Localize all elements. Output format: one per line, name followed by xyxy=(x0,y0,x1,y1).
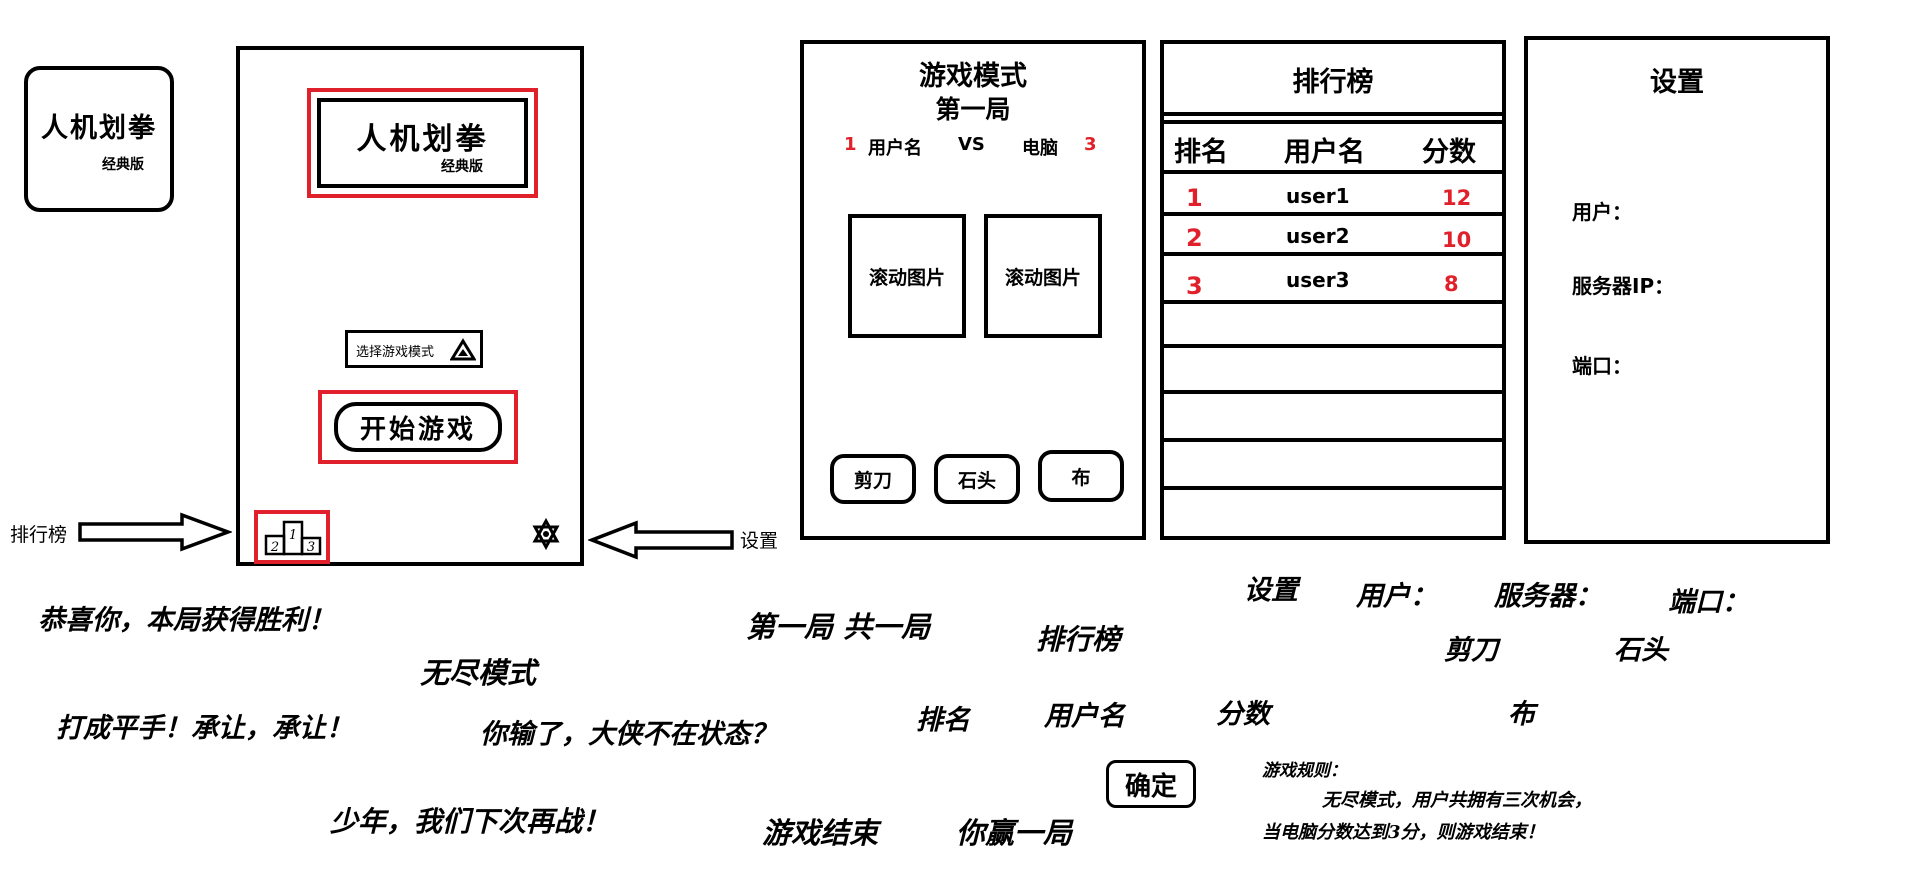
arrow-left-icon xyxy=(588,520,734,560)
asset-username-text: 用户名 xyxy=(1044,701,1125,732)
asset-rock-text: 石头 xyxy=(1614,635,1668,666)
asset-cloth-text: 布 xyxy=(1508,699,1535,730)
divider xyxy=(1164,170,1502,174)
row-line xyxy=(1164,300,1502,304)
user-cell: user1 xyxy=(1286,184,1350,208)
home-subtitle: 经典版 xyxy=(441,159,483,175)
leaderboard-entry-button[interactable]: 1 2 3 xyxy=(254,510,330,564)
app-icon-subtitle: 经典版 xyxy=(102,157,144,173)
asset-scissors-text: 剪刀 xyxy=(1444,635,1498,666)
settings-server-label[interactable]: 服务器IP： xyxy=(1572,274,1675,298)
cpu-score: 3 xyxy=(1084,134,1097,155)
start-button-frame: 开始游戏 xyxy=(318,390,518,464)
row-line xyxy=(1164,212,1502,216)
rolling-image-left: 滚动图片 xyxy=(848,214,966,338)
score-cell: 12 xyxy=(1442,186,1472,210)
asset-draw-text: 打成平手！承让，承让！ xyxy=(56,713,353,744)
app-icon-title: 人机划拳 xyxy=(41,113,157,144)
asset-server-text: 服务器： xyxy=(1494,581,1602,612)
leaderboard-screen: 排行榜 排名 用户名 分数 1 user1 12 2 user2 10 3 us… xyxy=(1160,40,1506,540)
rank-cell: 2 xyxy=(1186,224,1203,252)
row-line xyxy=(1164,486,1502,490)
settings-gear-icon[interactable] xyxy=(530,518,562,550)
settings-title: 设置 xyxy=(1650,67,1704,98)
asset-leaderboard-text: 排行榜 xyxy=(1036,623,1121,656)
divider xyxy=(1164,120,1502,124)
asset-rank-text: 排名 xyxy=(916,705,970,736)
score-cell: 10 xyxy=(1442,228,1472,252)
home-title: 人机划拳 xyxy=(356,122,489,157)
asset-settings-text: 设置 xyxy=(1244,575,1298,606)
header-username: 用户名 xyxy=(1284,137,1365,168)
rock-button[interactable]: 石头 xyxy=(934,454,1020,504)
asset-next-text: 少年，我们下次再战！ xyxy=(330,805,611,838)
settings-screen: 设置 用户： 服务器IP： 端口： xyxy=(1524,36,1830,544)
mode-select-label: 选择游戏模式 xyxy=(356,345,435,360)
asset-endless-text: 无尽模式 xyxy=(420,656,537,690)
podium-label-first: 1 xyxy=(289,528,297,543)
divider xyxy=(1164,112,1502,116)
confirm-button[interactable]: 确定 xyxy=(1106,760,1196,808)
asset-lose-text: 你输了，大侠不在状态？ xyxy=(480,719,777,750)
header-score: 分数 xyxy=(1422,137,1476,168)
user-score: 1 xyxy=(844,134,857,155)
header-rank: 排名 xyxy=(1174,137,1228,168)
rules-line-1: 无尽模式，用户共拥有三次机会， xyxy=(1322,790,1592,811)
home-screen: 人机划拳 经典版 选择游戏模式 开始游戏 1 2 3 xyxy=(236,46,584,566)
rules-line-2: 当电脑分数达到3分，则游戏结束！ xyxy=(1262,822,1545,843)
asset-port-text: 端口： xyxy=(1668,587,1749,618)
podium-icon: 1 2 3 xyxy=(264,520,322,556)
user-cell: user3 xyxy=(1286,268,1350,292)
user-name-label: 用户名 xyxy=(868,138,922,159)
asset-you-win-round-text: 你赢一局 xyxy=(956,816,1073,850)
podium-label-third: 3 xyxy=(307,540,315,555)
cloth-button[interactable]: 布 xyxy=(1038,450,1124,502)
rolling-image-right: 滚动图片 xyxy=(984,214,1102,338)
settings-annotation-label: 设置 xyxy=(740,530,779,552)
rank-cell: 3 xyxy=(1186,272,1203,300)
scissors-button[interactable]: 剪刀 xyxy=(830,454,916,504)
leaderboard-title: 排行榜 xyxy=(1292,67,1374,98)
asset-round-total-text: 第一局 共一局 xyxy=(746,610,931,644)
round-label: 第一局 xyxy=(935,95,1011,124)
leaderboard-annotation-label: 排行榜 xyxy=(10,524,68,546)
start-game-button[interactable]: 开始游戏 xyxy=(334,402,502,452)
cpu-label: 电脑 xyxy=(1022,138,1058,159)
user-cell: user2 xyxy=(1286,224,1350,248)
settings-port-label[interactable]: 端口： xyxy=(1572,354,1632,378)
row-line xyxy=(1164,390,1502,394)
asset-win-text: 恭喜你，本局获得胜利！ xyxy=(38,605,335,636)
game-mode-title: 游戏模式 xyxy=(919,61,1027,92)
row-line xyxy=(1164,344,1502,348)
rules-title: 游戏规则： xyxy=(1262,761,1347,781)
asset-game-over-text: 游戏结束 xyxy=(762,816,879,850)
vs-label: VS xyxy=(958,134,985,155)
mode-select-dropdown[interactable]: 选择游戏模式 xyxy=(345,330,483,368)
settings-user-label[interactable]: 用户： xyxy=(1572,200,1632,224)
app-icon[interactable]: 人机划拳 经典版 xyxy=(24,66,174,212)
asset-user-text: 用户： xyxy=(1356,581,1437,612)
triangle-up-icon xyxy=(450,338,476,361)
home-title-box: 人机划拳 经典版 xyxy=(317,98,528,188)
arrow-right-icon xyxy=(78,512,232,552)
row-line xyxy=(1164,252,1502,256)
podium-label-second: 2 xyxy=(270,540,279,555)
score-cell: 8 xyxy=(1444,272,1459,296)
game-screen: 游戏模式 第一局 1 用户名 VS 电脑 3 滚动图片 滚动图片 剪刀 石头 布 xyxy=(800,40,1146,540)
asset-score-text: 分数 xyxy=(1216,699,1270,730)
row-line xyxy=(1164,438,1502,442)
rank-cell: 1 xyxy=(1186,184,1203,212)
home-title-frame: 人机划拳 经典版 xyxy=(307,88,538,198)
